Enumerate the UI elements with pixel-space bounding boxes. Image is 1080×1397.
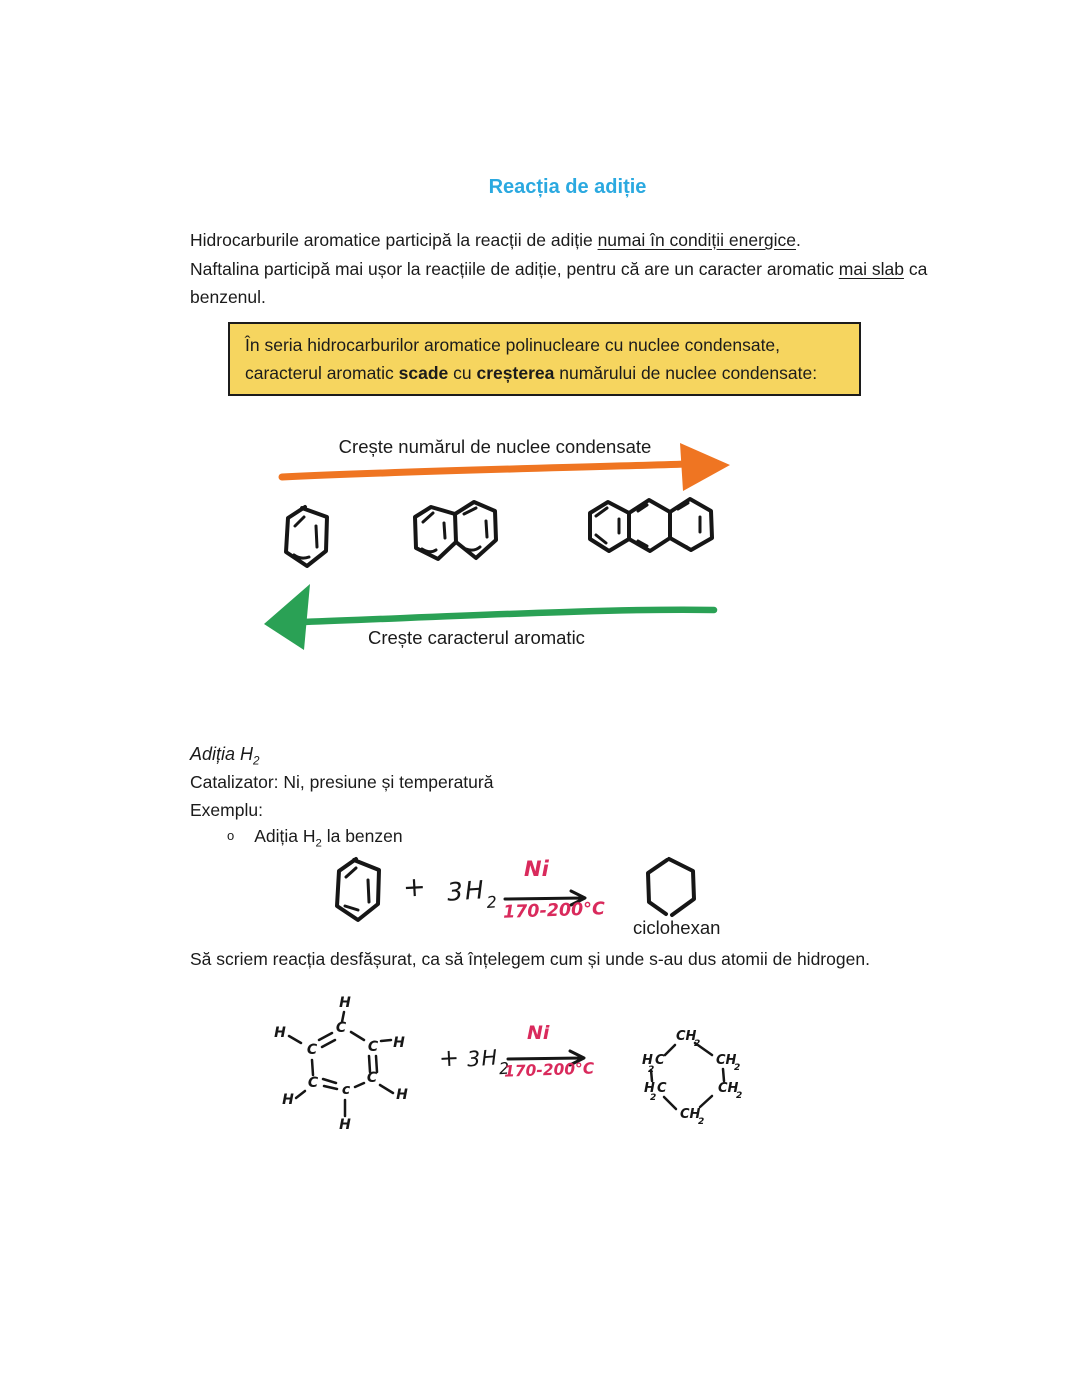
reaction1-cyclohexane-structure xyxy=(646,857,696,917)
bottom-arrow-label: Crește caracterul aromatic xyxy=(368,627,585,648)
svg-text:C: C xyxy=(336,1020,347,1036)
reaction1-plus-sign: + xyxy=(402,871,427,904)
callout-bold-scade: scade xyxy=(398,363,449,383)
right-trend-arrow-icon xyxy=(278,443,730,491)
svg-text:C: C xyxy=(368,1039,379,1055)
svg-text:H: H xyxy=(396,1087,408,1103)
page-title: Reacția de adiție xyxy=(488,176,647,198)
intro-s1-underlined: numai în condiții energice xyxy=(597,230,797,250)
svg-text:H: H xyxy=(644,1081,655,1096)
bullet-circle-marker: o xyxy=(227,828,235,843)
section-heading: Adiția H2 xyxy=(190,744,260,768)
reaction2-arrow-icon xyxy=(506,1049,586,1067)
example-label: Exemplu: xyxy=(190,800,263,820)
expanded-note: Să scriem reacția desfășurat, ca să înțe… xyxy=(190,949,870,969)
bullet-item: o Adiția H2 la benzen xyxy=(227,826,403,850)
reaction1-arrow-icon xyxy=(503,889,587,907)
naphthalene-structure xyxy=(413,500,498,561)
highlight-box: În seria hidrocarburilor aromatice polin… xyxy=(228,322,861,396)
svg-text:CH: CH xyxy=(676,1029,697,1044)
svg-text:C: C xyxy=(308,1075,319,1091)
svg-text:C: C xyxy=(307,1042,318,1058)
product-label: ciclohexan xyxy=(633,917,721,938)
svg-text:2: 2 xyxy=(736,1091,742,1101)
intro-s1: Hidrocarburile aromatice participă la re… xyxy=(190,230,598,250)
svg-text:CH: CH xyxy=(716,1053,737,1068)
svg-text:H: H xyxy=(339,995,351,1011)
svg-text:2: 2 xyxy=(650,1093,656,1103)
reaction1-coefficient: 3H2 xyxy=(446,875,500,913)
left-trend-arrow-icon xyxy=(264,584,718,650)
top-arrow-label: Crește numărul de nuclee condensate xyxy=(338,436,652,457)
intro-paragraph: Hidrocarburile aromatice participă la re… xyxy=(190,230,928,307)
svg-text:2: 2 xyxy=(734,1063,740,1073)
svg-text:H: H xyxy=(274,1025,286,1041)
bullet-text: Adiția H2 la benzen xyxy=(254,826,403,850)
svg-text:C: C xyxy=(655,1053,665,1068)
anthracene-structure xyxy=(588,497,714,553)
svg-text:H: H xyxy=(642,1053,653,1068)
reaction2-plus-sign: + xyxy=(438,1043,460,1073)
reaction2-catalyst: Ni xyxy=(527,1022,550,1044)
reaction1-conditions: 170-200°C xyxy=(502,899,606,923)
intro-s2-underlined: mai slab xyxy=(838,258,904,279)
svg-text:H: H xyxy=(282,1092,294,1108)
svg-text:H: H xyxy=(393,1035,405,1051)
svg-text:c: c xyxy=(342,1082,351,1098)
benzene-structure xyxy=(284,505,329,568)
svg-text:C: C xyxy=(367,1070,378,1086)
intro-s2: Naftalina participă mai ușor la reacțiil… xyxy=(190,258,839,279)
reaction2-cyclohexane-expanded-structure: CH 2 CH 2 CH 2 CH 2 H 2 C H 2 C xyxy=(642,1029,742,1126)
reaction2-conditions: 170-200°C xyxy=(503,1059,595,1081)
svg-text:2: 2 xyxy=(698,1117,704,1126)
reaction2-benzene-expanded-structure: H C H C C H C H C H c H xyxy=(274,995,408,1133)
svg-text:CH: CH xyxy=(718,1081,739,1096)
reaction1-catalyst: Ni xyxy=(524,857,549,881)
svg-text:C: C xyxy=(657,1081,667,1096)
svg-text:CH: CH xyxy=(680,1107,701,1122)
callout-bold-cresterea: creșterea xyxy=(476,363,555,383)
catalyst-line: Catalizator: Ni, presiune și temperatură xyxy=(190,772,494,792)
reaction1-benzene-structure xyxy=(335,857,381,922)
svg-text:H: H xyxy=(339,1117,351,1133)
